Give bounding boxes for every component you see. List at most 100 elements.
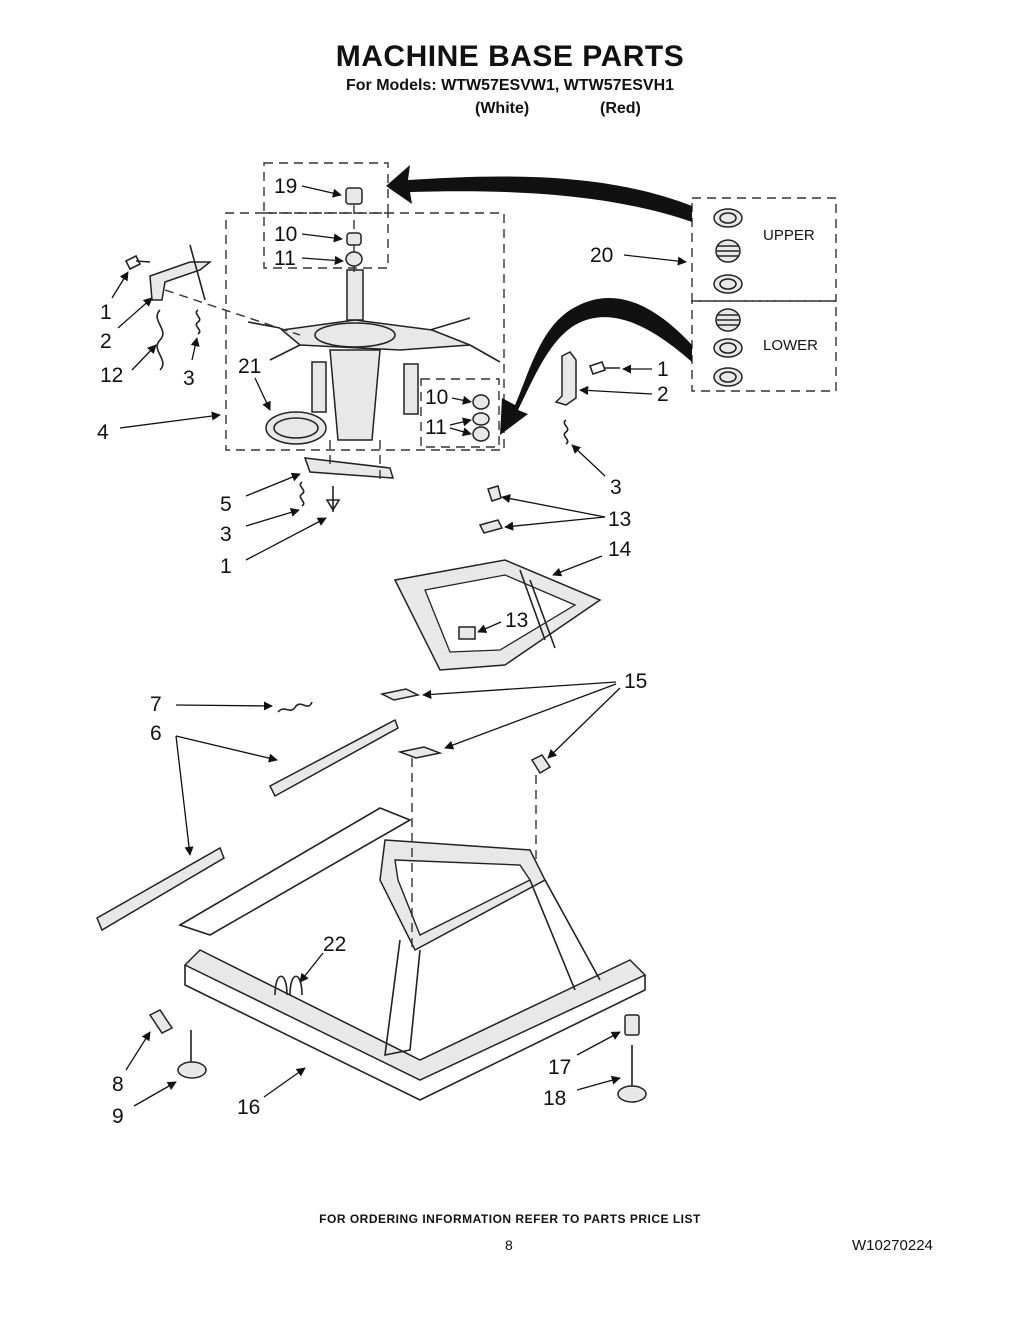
part-13-clip-a	[487, 485, 502, 502]
callout-8: 8	[112, 1073, 124, 1096]
leader-18	[576, 1075, 621, 1091]
part-13-clip-b	[478, 519, 504, 534]
leader-15a	[422, 681, 617, 699]
callout-22: 22	[323, 933, 346, 956]
part-9-leveling-foot	[177, 1030, 207, 1079]
part-3-spring-right	[563, 419, 569, 445]
leader-10a	[301, 233, 343, 243]
callout-3-left: 3	[183, 367, 195, 390]
callout-6: 6	[150, 722, 162, 745]
leader-9	[133, 1081, 177, 1107]
part-6-bar-upper	[269, 718, 399, 798]
callout-10-lower: 10	[425, 386, 448, 409]
part-2-bracket-right	[554, 351, 577, 406]
part-1-screw-left	[124, 254, 151, 271]
leader-2a	[117, 297, 153, 329]
part-21-ring	[265, 411, 327, 445]
leader-15c	[547, 687, 621, 759]
page-title: MACHINE BASE PARTS	[335, 40, 685, 73]
box-10-11-lower	[420, 378, 500, 448]
part-17-bushing	[624, 1014, 640, 1036]
rod-left	[189, 244, 206, 301]
leader-5	[245, 472, 301, 497]
callout-5: 5	[220, 493, 232, 516]
leader-3c	[245, 508, 300, 527]
part-12-spring	[156, 309, 164, 371]
leader-6b	[175, 735, 194, 856]
leader-11a	[301, 255, 344, 265]
part-6-bar-lower	[96, 846, 225, 932]
part-11-lower-b	[472, 426, 490, 442]
leader-13a-2	[504, 516, 606, 531]
part-11-lower-a	[472, 412, 490, 426]
leader-6a	[175, 735, 278, 763]
callout-2-left: 2	[100, 330, 112, 353]
part-5-bracket	[303, 457, 395, 479]
callout-13-lower: 13	[505, 609, 528, 632]
callout-7: 7	[150, 693, 162, 716]
callout-9: 9	[112, 1105, 124, 1128]
leader-15b	[444, 683, 617, 750]
bearing-set-lower	[713, 308, 743, 387]
callout-18: 18	[543, 1087, 566, 1110]
part-15-clip-c	[530, 754, 552, 775]
callout-1-right: 1	[657, 358, 669, 381]
variant-white: (White)	[475, 100, 530, 117]
part-13-clip-c	[458, 626, 476, 640]
callout-19: 19	[274, 175, 297, 198]
connector-bracket-5	[329, 440, 381, 480]
connector-clips-15	[411, 758, 537, 950]
callout-1-lower: 1	[220, 555, 232, 578]
leader-20	[623, 254, 687, 266]
part-3-spring-lower	[299, 481, 305, 507]
leader-4	[119, 411, 221, 429]
part-8-pin	[148, 1009, 174, 1034]
leader-22	[299, 952, 324, 983]
leader-8	[125, 1031, 151, 1071]
leader-19	[301, 185, 342, 198]
leader-3b	[571, 444, 606, 477]
upper-bearing-arrow	[386, 165, 692, 222]
part-10-washer	[346, 232, 362, 246]
leader-13a-1	[501, 494, 606, 518]
leader-14	[552, 555, 603, 577]
callout-11-lower: 11	[425, 416, 447, 439]
connector-left-bracket	[164, 289, 301, 336]
callout-4: 4	[97, 421, 109, 444]
leader-3a	[190, 337, 200, 361]
models-subtitle: For Models: WTW57ESVW1, WTW57ESVH1	[345, 77, 675, 94]
leader-2b	[579, 385, 653, 395]
box-20-upper	[691, 197, 837, 302]
leader-11b-b	[449, 427, 472, 437]
callout-15: 15	[624, 670, 647, 693]
lower-label: LOWER	[763, 337, 818, 354]
callout-13-upper: 13	[608, 508, 631, 531]
callout-10-upper: 10	[274, 223, 297, 246]
part-19-bearing	[345, 187, 363, 205]
leader-12	[131, 344, 157, 371]
callout-11-upper: 11	[274, 247, 296, 270]
box-10-11-upper	[263, 212, 389, 269]
part-15-clip-b	[397, 746, 443, 759]
part-18-leveling-foot	[617, 1045, 647, 1103]
leader-16	[263, 1067, 306, 1098]
part-2-bracket-left	[149, 261, 213, 301]
part-11-washer	[345, 251, 363, 267]
callout-20: 20	[590, 244, 613, 267]
leader-21	[254, 377, 271, 411]
callout-1-left: 1	[100, 301, 112, 324]
bearing-set-upper	[713, 208, 743, 294]
part-3-spring-left	[195, 309, 201, 335]
part-10-lower	[472, 394, 490, 410]
upper-label: UPPER	[763, 227, 815, 244]
callout-12: 12	[100, 364, 123, 387]
callout-2-right: 2	[657, 383, 669, 406]
screw-head-lower	[325, 499, 341, 512]
callout-3-lower: 3	[220, 523, 232, 546]
document-number: W10270224	[852, 1237, 933, 1254]
part-4-suspension-assembly	[247, 269, 501, 441]
part-1-screw-right	[588, 360, 620, 376]
leader-1a	[111, 271, 129, 299]
leader-11b-a	[449, 417, 472, 427]
ordering-note: FOR ORDERING INFORMATION REFER TO PARTS …	[319, 1212, 701, 1226]
